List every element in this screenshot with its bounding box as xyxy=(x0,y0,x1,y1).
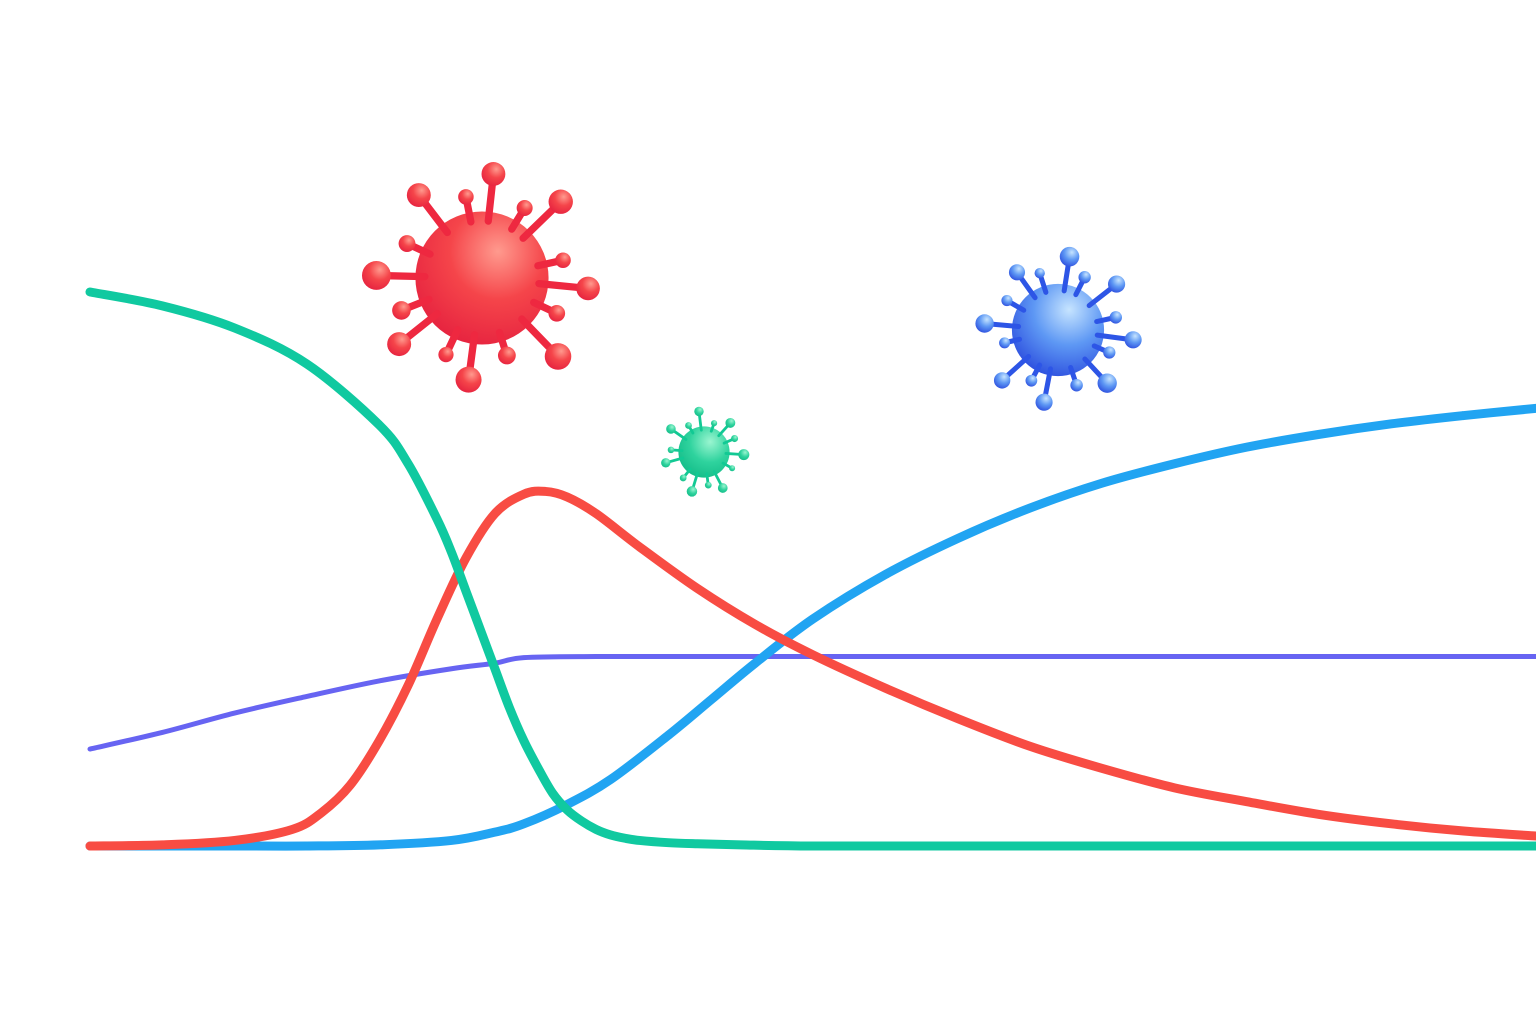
virus-spike-tip xyxy=(679,474,687,482)
virus-spike-tip xyxy=(548,305,566,322)
virus-icon-red xyxy=(361,162,600,393)
series-line-green xyxy=(85,287,1536,851)
series-line-red xyxy=(85,486,1536,851)
virus-spike-tip xyxy=(455,366,482,393)
virus-body xyxy=(1011,283,1105,377)
virus-spike-tip xyxy=(725,417,736,428)
virus-spike-tip xyxy=(1035,393,1053,411)
virus-spike-tip xyxy=(729,465,736,472)
series-line-blue xyxy=(85,403,1536,851)
virus-spike-tip xyxy=(1008,264,1026,281)
virus-spike-tip xyxy=(738,449,750,461)
virus-spike-tip xyxy=(975,314,994,333)
virus-spike-tip xyxy=(694,406,704,417)
virus-spike-tip xyxy=(1097,373,1117,393)
virus-spike-tip xyxy=(999,337,1011,349)
virus-spike-tip xyxy=(666,424,676,434)
virus-spike-tip xyxy=(1078,271,1091,284)
virus-spike-tip xyxy=(731,435,739,443)
virus-spike-tip xyxy=(548,189,573,214)
virus-spike-tip xyxy=(993,372,1011,389)
virus-spike-tip xyxy=(685,422,692,429)
virus-spike-tip xyxy=(1025,374,1038,387)
virus-spike-tip xyxy=(1059,246,1080,267)
virus-spike-tip xyxy=(686,486,698,497)
virus-spike-tip xyxy=(516,199,533,217)
virus-spike-tip xyxy=(398,235,416,252)
virus-spike-tip xyxy=(717,483,728,493)
virus-spike-tip xyxy=(661,458,671,468)
virus-spike-tip xyxy=(406,183,431,208)
virus-spike-tip xyxy=(1103,346,1116,359)
virus-spike-tip xyxy=(555,252,571,269)
virus-spike-tip xyxy=(1124,331,1142,349)
virus-body xyxy=(415,211,549,345)
virus-icon-blue xyxy=(975,246,1142,411)
virus-spike-tip xyxy=(667,446,675,454)
virus-spike-tip xyxy=(1001,294,1013,307)
virus-spike-tip xyxy=(387,332,412,357)
virus-spike-tip xyxy=(1109,311,1122,324)
virus-spike-tip xyxy=(458,189,474,205)
virus-spike-tip xyxy=(392,301,411,320)
virus-spike-tip xyxy=(1070,378,1083,392)
virus-spike-tip xyxy=(481,162,506,186)
virus-body xyxy=(678,426,730,478)
virus-spike-tip xyxy=(438,346,454,363)
chart-series-group xyxy=(85,287,1536,851)
virus-spike-tip xyxy=(710,420,718,427)
virus-spike-tip xyxy=(576,276,600,301)
virus-spike-tip xyxy=(544,343,572,370)
series-line-purple xyxy=(87,653,1536,752)
virus-spike-tip xyxy=(1108,275,1126,293)
virus-spike-tip xyxy=(361,261,391,290)
virus-spike-tip xyxy=(704,481,712,489)
virus-icon-green xyxy=(661,406,750,497)
virus-spike-tip xyxy=(1034,267,1045,279)
virus-spike-tip xyxy=(497,346,516,365)
